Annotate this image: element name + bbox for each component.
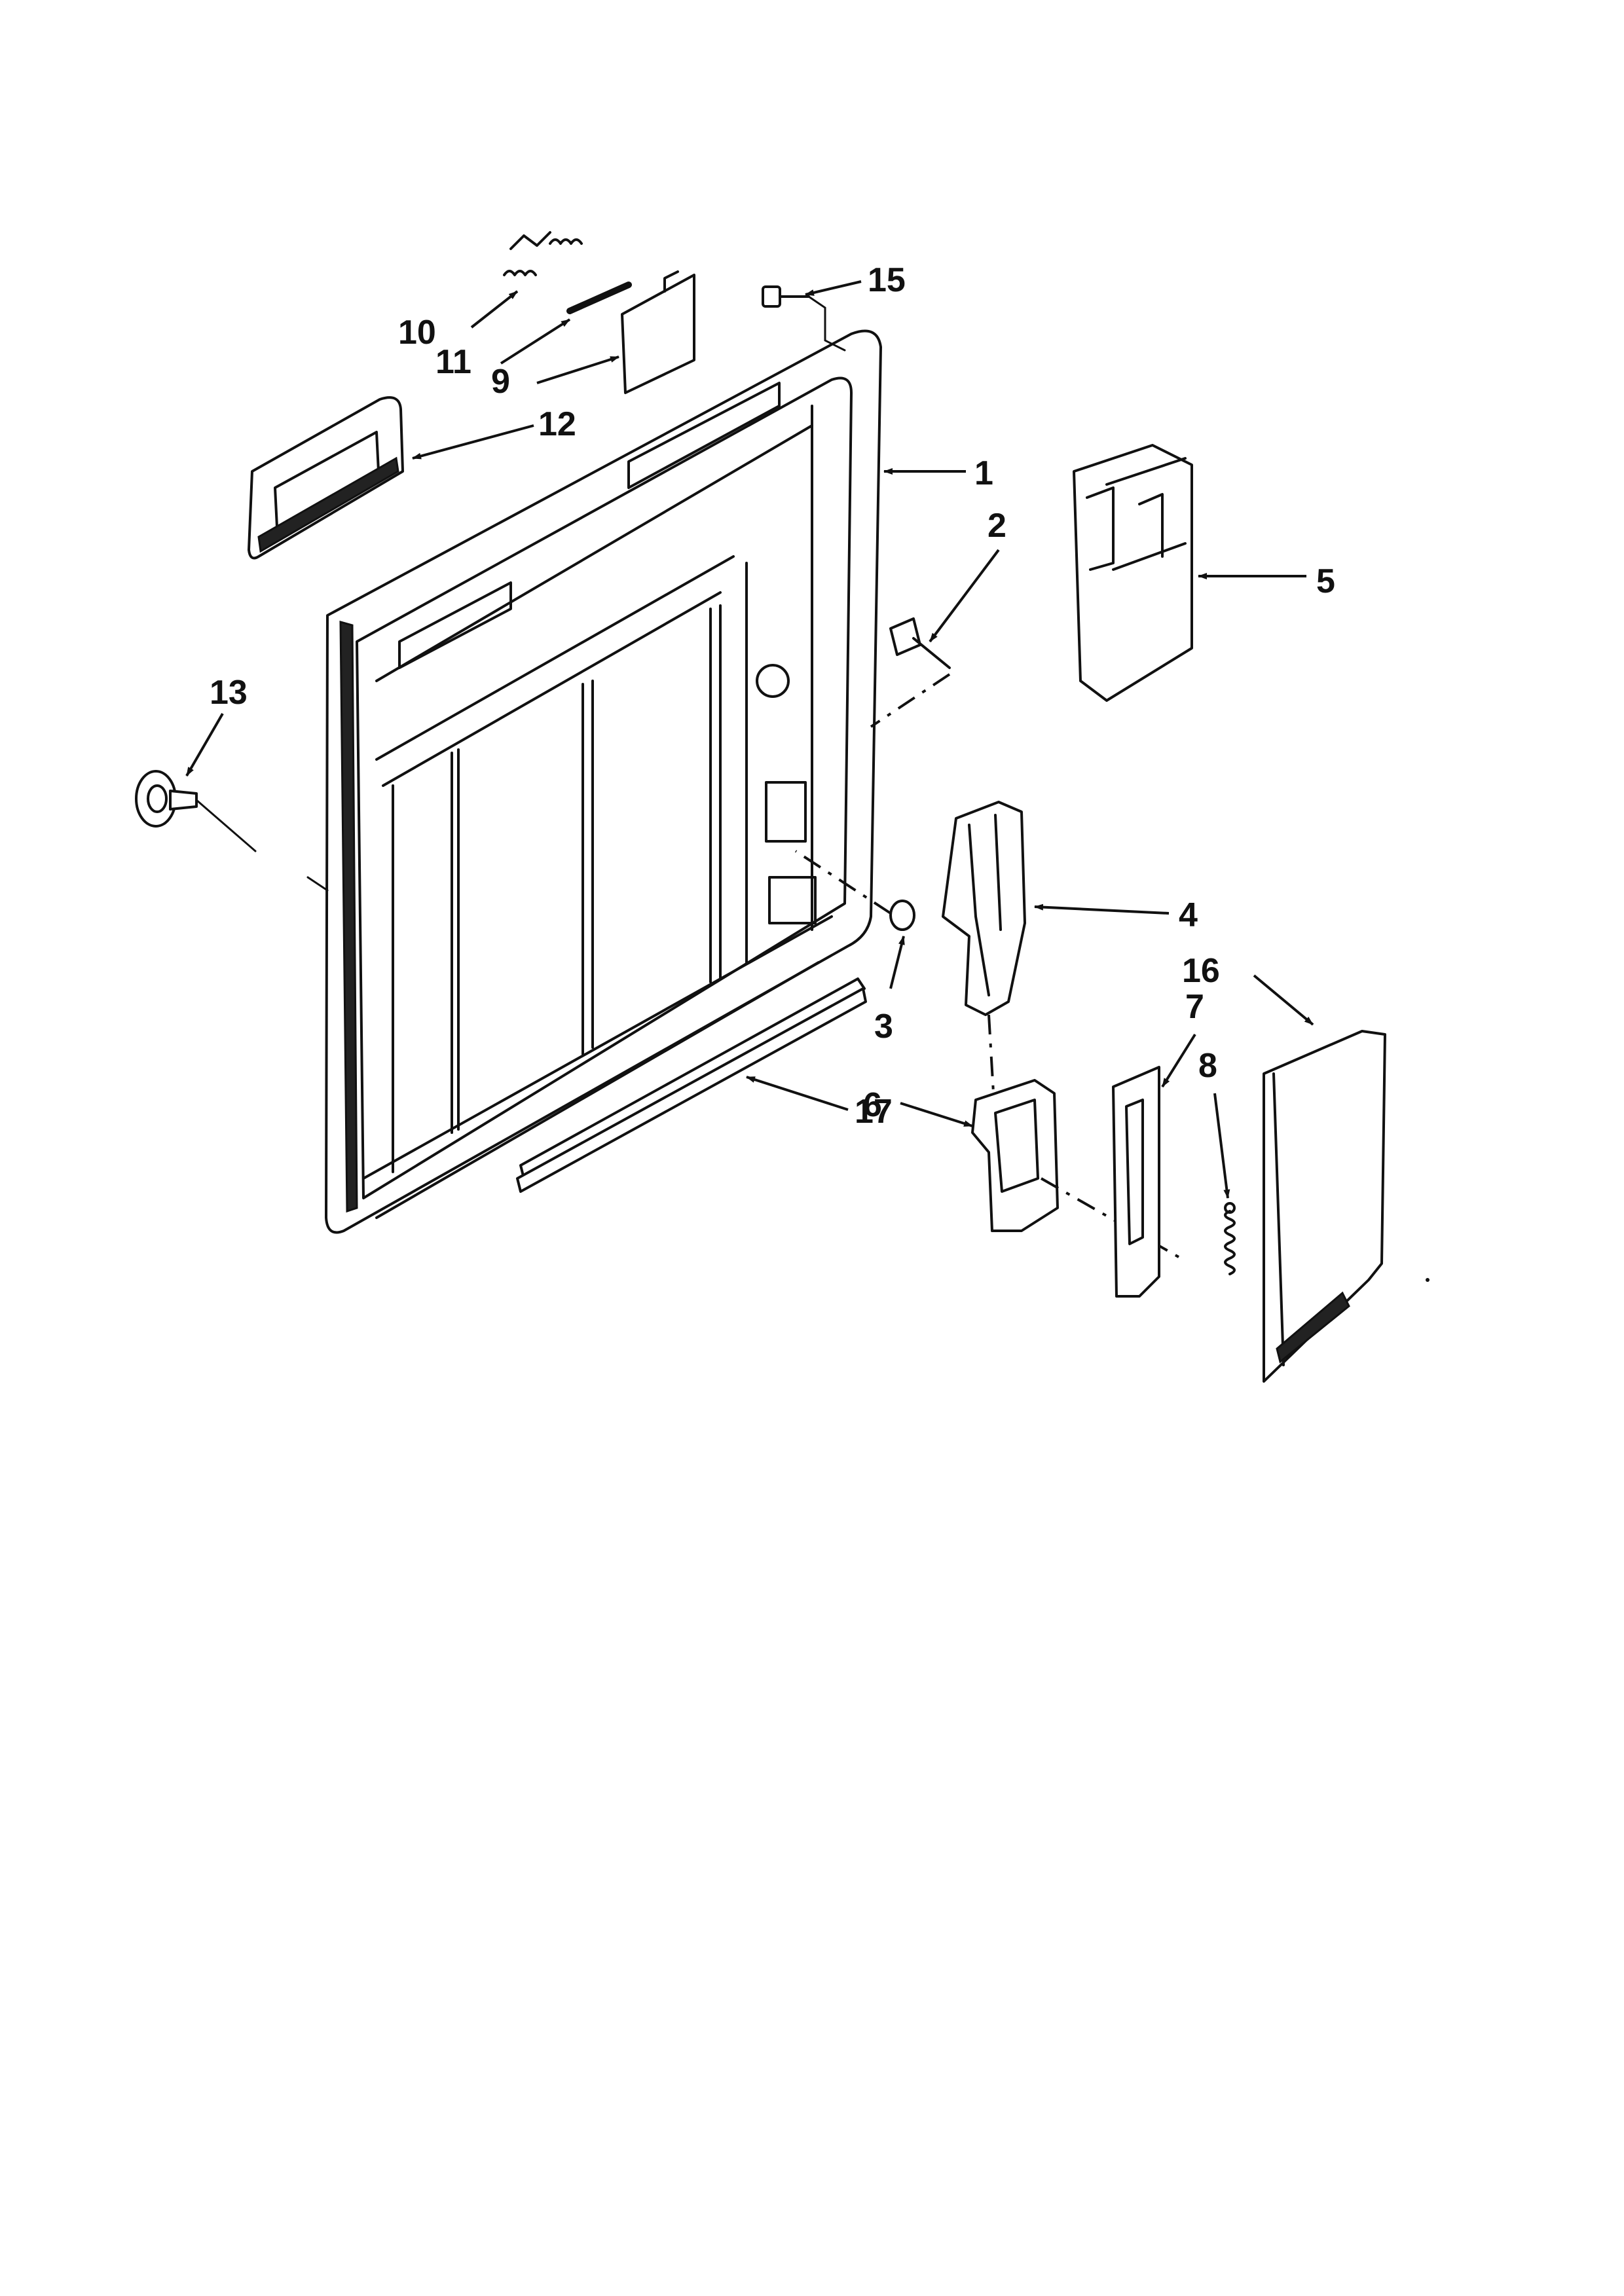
callout-12: 12 (538, 405, 576, 443)
stray-dot (1426, 1278, 1430, 1282)
bushing (794, 850, 915, 931)
callout-labels: 1 2 3 4 5 6 7 8 9 10 11 12 13 15 16 17 (210, 261, 1335, 1131)
callout-7: 7 (1185, 988, 1204, 1026)
knob (135, 770, 329, 892)
callout-5: 5 (1316, 562, 1335, 600)
switch-housing (1073, 444, 1193, 702)
leader-arrows (185, 280, 1314, 1199)
latch-spring (1224, 1202, 1236, 1275)
callout-17: 17 (855, 1093, 893, 1131)
cover-plate (621, 270, 695, 394)
callout-10: 10 (398, 314, 436, 352)
callout-1: 1 (974, 454, 993, 492)
side-panel (1263, 1030, 1386, 1383)
callout-4: 4 (1179, 896, 1198, 934)
inner-door-panel (325, 329, 882, 1234)
callout-3: 3 (874, 1008, 893, 1046)
callout-13: 13 (210, 674, 248, 712)
latch-stud (870, 617, 951, 728)
bottom-trim-strip (516, 977, 867, 1193)
springs (503, 231, 583, 276)
screw (762, 285, 846, 352)
callout-8: 8 (1198, 1047, 1217, 1085)
callout-2: 2 (987, 507, 1006, 545)
callout-16: 16 (1182, 952, 1220, 990)
callout-6: 6 (863, 1086, 882, 1124)
callout-15: 15 (868, 261, 906, 299)
handle (248, 396, 404, 560)
slide (1112, 1066, 1160, 1298)
callout-9: 9 (491, 363, 510, 401)
callout-11: 11 (435, 343, 471, 381)
pin (566, 282, 632, 314)
latch-assembly (942, 801, 1026, 1127)
